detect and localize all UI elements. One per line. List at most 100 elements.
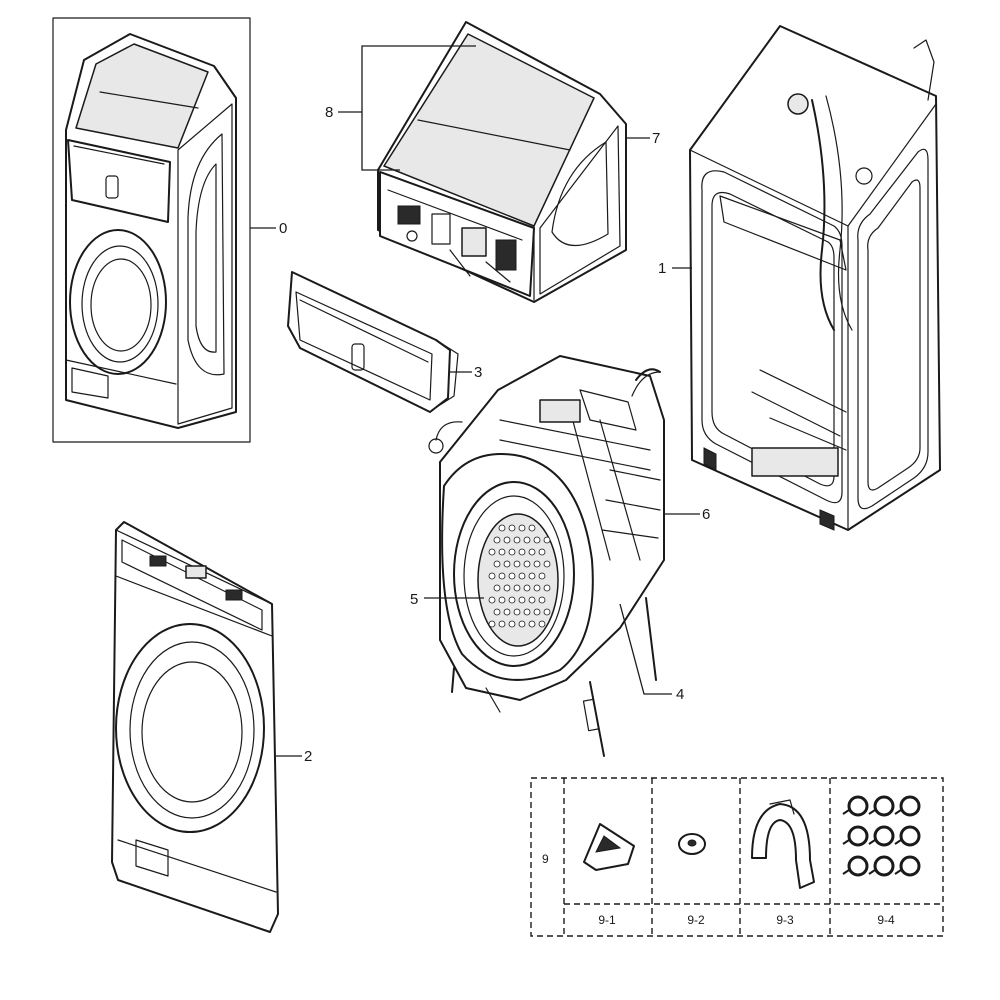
drum-hole [488,548,496,556]
drum-hole [488,596,496,604]
drum-hole [508,572,516,580]
leader-4 [619,603,672,695]
part-3-control-panel[interactable] [287,271,459,413]
callout-6: 6 [702,506,710,523]
hose-clamp-tab [842,809,850,815]
hose-clamp [899,795,921,817]
drum-hole [493,560,501,568]
hose-clamp [899,855,921,877]
drum-hole [538,596,546,604]
hose-clamp [847,855,869,877]
kit-label-9-4: 9-4 [877,913,895,927]
callout-9: 9 [542,852,549,866]
triangular-bracket-icon [583,823,635,871]
drum-hole [518,548,526,556]
hose-clamp [847,795,869,817]
hose-clamp [847,825,869,847]
kit-label-9-2: 9-2 [687,913,705,927]
drum-hole [508,524,516,532]
hose-clamp [899,825,921,847]
drum-hole [493,536,501,544]
hose-clamp [873,855,895,877]
drum-hole [533,608,541,616]
drum-hole [533,536,541,544]
drum-hole [523,560,531,568]
kit-label-9-3: 9-3 [776,913,794,927]
drum-hole [528,524,536,532]
drum-hole [528,596,536,604]
hose-clamps-icon [842,795,921,877]
drum-hole [503,608,511,616]
drum-hole [543,536,551,544]
part-0-frame [52,17,251,443]
drum-hole [493,584,501,592]
drum-hole [488,572,496,580]
callout-5: 5 [410,591,418,608]
callout-8: 8 [325,104,333,121]
hose-clamp-tab [868,839,876,845]
callout-0: 0 [279,220,287,237]
hose-clamp-tab [894,869,902,875]
drum-hole [528,572,536,580]
kit-outer-frame [530,777,944,937]
callout-1: 1 [658,260,666,277]
drum-hole [508,620,516,628]
drum-hole [543,560,551,568]
drum-hole [543,584,551,592]
drum-perforation-pattern [488,524,551,628]
drum-hole [523,584,531,592]
drum-hole [533,560,541,568]
drum-hole [508,548,516,556]
drum-hole [538,548,546,556]
part-9-parts-kit[interactable] [530,777,944,937]
drum-hole [513,584,521,592]
drum-hole [503,584,511,592]
curved-hose-icon [751,799,815,889]
part-0-assembled-washer[interactable] [52,17,251,443]
drum-hole [538,620,546,628]
drum-hole [508,596,516,604]
drum-hole [513,608,521,616]
drum-hole [488,620,496,628]
hose-clamp-tab [868,809,876,815]
drum-hole [523,536,531,544]
drum-hole [518,596,526,604]
drum-hole [503,560,511,568]
drum-hole [498,620,506,628]
drum-hole [518,572,526,580]
callout-3: 3 [474,364,482,381]
drum-hole [533,584,541,592]
drum-hole [543,608,551,616]
drum-hole [498,524,506,532]
drum-hole [498,572,506,580]
leader-8 [361,45,476,171]
callout-4: 4 [676,686,684,703]
hose-clamp-tab [868,869,876,875]
kit-label-9-1: 9-1 [598,913,616,927]
drum-hole [518,620,526,628]
drum-hole [523,608,531,616]
part-7-top-cover[interactable] [377,21,627,303]
drum-hole [528,548,536,556]
hose-clamp [873,795,895,817]
callout-2: 2 [304,748,312,765]
part-2-front-panel[interactable] [111,521,279,933]
hose-clamp-tab [894,839,902,845]
washer-ring-icon [678,833,706,855]
drum-hole [528,620,536,628]
drum-hole [498,596,506,604]
part-6-tub-assembly[interactable] [428,355,665,757]
drum-hole [503,536,511,544]
callout-7: 7 [652,130,660,147]
hose-clamp-tab [842,869,850,875]
drum-hole [518,524,526,532]
drum-hole [513,536,521,544]
hose-clamp-tab [842,839,850,845]
drum-hole [498,548,506,556]
hose-clamp [873,825,895,847]
drum-hole [493,608,501,616]
hose-clamp-tab [894,809,902,815]
drum-hole [538,572,546,580]
part-1-cabinet-frame[interactable] [689,25,941,531]
